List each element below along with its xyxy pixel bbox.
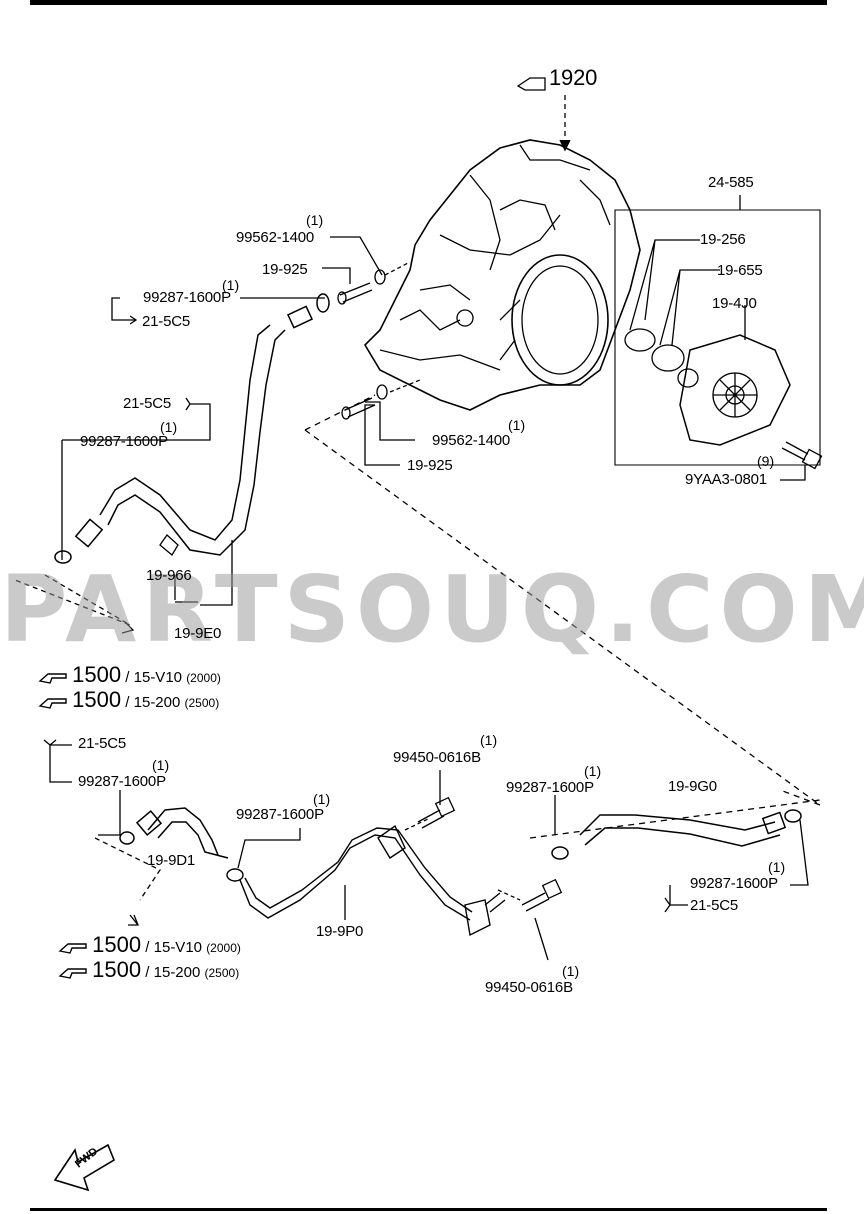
hose-upper (54, 293, 330, 564)
ref-text: / 15-V10 (125, 669, 183, 686)
qty-d: (1) (508, 417, 526, 433)
seal-ring-1 (624, 328, 656, 352)
part-99287-1600P-a[interactable]: 99287-1600P (143, 289, 231, 306)
qty-f: (1) (313, 791, 331, 807)
part-19-9D1[interactable]: 19-9D1 (147, 852, 195, 869)
part-19-9E0[interactable]: 19-9E0 (174, 625, 222, 642)
ref-1500-15-V10-lower[interactable]: 1500 / 15-V10 (2000) (58, 934, 241, 959)
qty-c: (1) (160, 419, 178, 435)
qty-a: (1) (306, 212, 324, 228)
ref-1500-15-V10-upper[interactable]: 1500 / 15-V10 (2000) (38, 664, 221, 689)
part-21-5C5-d[interactable]: 21-5C5 (690, 897, 738, 914)
kit-bracket (614, 209, 821, 466)
clip-19-966 (159, 534, 179, 556)
transmission-case (363, 139, 641, 411)
ref-number: 1500 (72, 687, 122, 712)
ref-number: 1500 (72, 662, 122, 687)
part-21-5C5-b[interactable]: 21-5C5 (123, 395, 171, 412)
part-99287-1600P-d[interactable]: 99287-1600P (236, 806, 324, 823)
hand-pointer-icon (38, 673, 67, 684)
bolt-99450-bottom (521, 878, 563, 912)
hose-19-9G0 (551, 809, 802, 860)
part-19-925-bottom[interactable]: 19-925 (407, 457, 453, 474)
top-border (30, 0, 827, 5)
part-99562-1400-top[interactable]: 99562-1400 (236, 229, 315, 246)
pump-bolt (781, 441, 823, 470)
qty-b: (1) (222, 277, 240, 293)
part-19-9G0[interactable]: 19-9G0 (668, 778, 717, 795)
part-19-256[interactable]: 19-256 (700, 231, 746, 248)
ref-number: 1500 (92, 932, 142, 957)
oil-pump-cover (677, 334, 791, 446)
part-99287-1600P-c[interactable]: 99287-1600P (78, 773, 166, 790)
part-19-655[interactable]: 19-655 (717, 262, 763, 279)
ref-text: / 15-V10 (145, 939, 203, 956)
part-24-585[interactable]: 24-585 (708, 174, 754, 191)
watermark: PARTSOUQ.COM (0, 556, 864, 663)
ref-year: (2000) (206, 941, 241, 955)
union-bolt-top (337, 269, 386, 305)
ref-1500-15-200-lower[interactable]: 1500 / 15-200 (2500) (58, 959, 239, 984)
ref-text: / 15-200 (145, 964, 201, 981)
qty-j: (1) (562, 963, 580, 979)
qty-h: (1) (584, 763, 602, 779)
qty-e: (1) (152, 757, 170, 773)
hand-pointer-icon (516, 77, 546, 91)
part-99287-1600P-b[interactable]: 99287-1600P (80, 433, 168, 450)
fwd-arrow-icon (53, 1143, 115, 1192)
qty-i: (1) (768, 859, 786, 875)
ref-year: (2500) (204, 966, 240, 980)
ref-1500-15-200-upper[interactable]: 1500 / 15-200 (2500) (38, 689, 219, 714)
part-99287-1600P-e[interactable]: 99287-1600P (506, 779, 594, 796)
ref-year: (2500) (184, 696, 220, 710)
part-99562-1400-bottom[interactable]: 99562-1400 (432, 432, 511, 449)
part-99450-0616B-top[interactable]: 99450-0616B (393, 749, 481, 766)
ref-year: (2000) (186, 671, 221, 685)
part-19-9P0[interactable]: 19-9P0 (316, 923, 364, 940)
hand-pointer-icon (58, 943, 87, 954)
part-21-5C5-a[interactable]: 21-5C5 (142, 313, 190, 330)
part-21-5C5-c[interactable]: 21-5C5 (78, 735, 126, 752)
seal-ring-2 (651, 344, 685, 372)
hand-pointer-icon (58, 968, 87, 979)
part-99450-0616B-bottom[interactable]: 99450-0616B (485, 979, 573, 996)
hand-pointer-icon (38, 698, 67, 709)
qty-9: (9) (757, 453, 775, 469)
part-19-925-top[interactable]: 19-925 (262, 261, 308, 278)
hose-19-9D1 (119, 807, 229, 859)
part-99287-1600P-f[interactable]: 99287-1600P (690, 875, 778, 892)
qty-g: (1) (480, 732, 498, 748)
bottom-border (30, 1208, 827, 1211)
bolt-99450-top (417, 796, 456, 829)
ref-1920[interactable]: 1920 (549, 65, 598, 90)
part-9YAA3-0801[interactable]: 9YAA3-0801 (685, 471, 767, 488)
ref-number: 1500 (92, 957, 142, 982)
pipe-19-9P0 (226, 824, 506, 937)
part-19-966[interactable]: 19-966 (146, 567, 192, 584)
ref-text: / 15-200 (125, 694, 181, 711)
part-19-4J0[interactable]: 19-4J0 (712, 295, 757, 312)
